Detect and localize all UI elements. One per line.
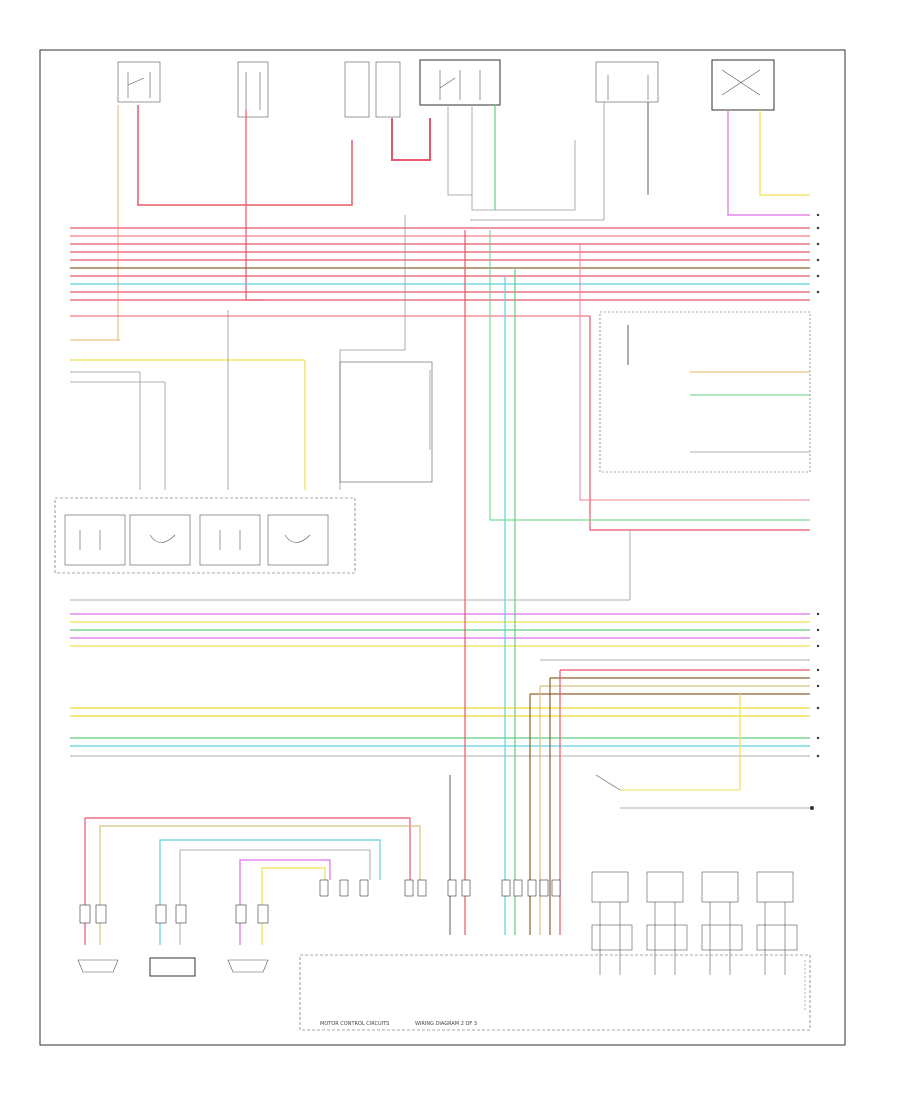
instrument-cluster-box bbox=[599, 311, 811, 473]
footer-left: MOTOR CONTROL CIRCUITS bbox=[320, 1021, 389, 1027]
right-terminals-middle bbox=[816, 612, 820, 758]
top-relay-main bbox=[419, 59, 501, 106]
wire-top-gray-2 bbox=[471, 105, 576, 211]
wire-top-gray-1 bbox=[447, 105, 472, 196]
wire-top-yellow bbox=[759, 110, 810, 196]
diagram-frame bbox=[39, 49, 846, 1046]
middle-bus bbox=[70, 613, 810, 757]
bottom-connectors bbox=[79, 879, 561, 924]
top-switch-3 bbox=[595, 61, 659, 103]
upper-bus bbox=[70, 227, 810, 383]
lower-right-switch bbox=[595, 774, 814, 810]
fuse-block-relays bbox=[64, 514, 329, 566]
engine-control-module-box bbox=[299, 954, 811, 1031]
wire-drop-red-cluster bbox=[589, 316, 810, 531]
top-switch-1 bbox=[117, 61, 161, 103]
right-terminals-upper bbox=[816, 213, 820, 294]
top-switch-2 bbox=[237, 61, 269, 118]
fuse-block bbox=[54, 497, 356, 574]
wire-top-red-loop bbox=[137, 105, 353, 206]
wire-drop-green-cluster bbox=[489, 230, 810, 521]
wire-top-violet bbox=[727, 110, 810, 216]
wire-top-red-u bbox=[391, 118, 431, 161]
pressure-sensor-array bbox=[591, 871, 798, 975]
lower-left-sensors bbox=[77, 957, 269, 977]
wire-top-gray-3 bbox=[470, 102, 605, 221]
module-box-middle bbox=[339, 361, 433, 483]
footer-right: WIRING DIAGRAM 2 OF 3 bbox=[415, 1021, 477, 1027]
wire-drop-pink-cluster bbox=[579, 244, 810, 501]
wire-drop-gray-4 bbox=[339, 215, 406, 490]
top-relay-1 bbox=[344, 61, 401, 118]
top-sensor bbox=[711, 59, 775, 111]
